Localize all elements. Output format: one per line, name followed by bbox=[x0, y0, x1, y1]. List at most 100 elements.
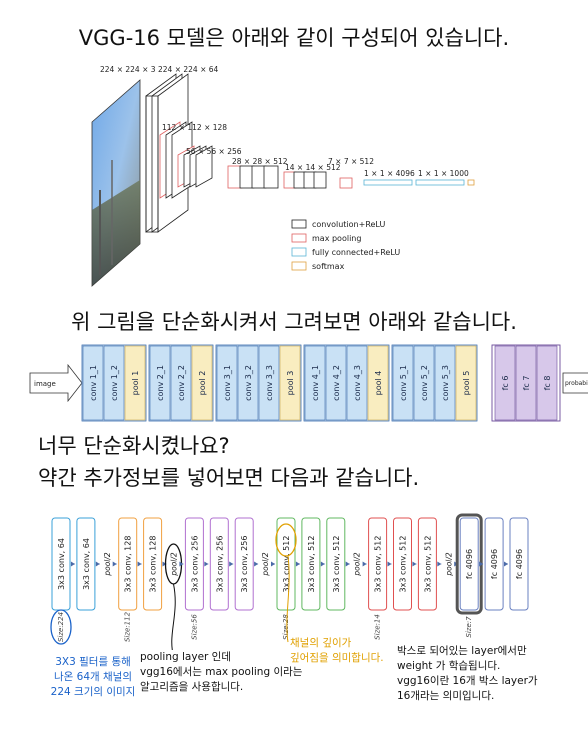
pointer-line bbox=[171, 583, 176, 650]
conv-layer-label: conv 3_1 bbox=[223, 365, 232, 401]
output-label: probabilities bbox=[565, 380, 588, 387]
pool-layer-label: pool 2 bbox=[198, 371, 207, 396]
conv-block-frame bbox=[215, 344, 302, 422]
pool-layer-label: pool 4 bbox=[374, 371, 383, 396]
legend-conv: convolution+ReLU bbox=[312, 220, 385, 229]
dim-label: 112 × 112 × 128 bbox=[162, 123, 227, 132]
pool-layer-box bbox=[124, 345, 146, 421]
flow-arrowhead bbox=[179, 561, 184, 567]
fc-layer-box bbox=[515, 345, 537, 421]
layer-box bbox=[301, 517, 321, 611]
heading-simplified: 위 그림을 단순화시켜서 그려보면 아래와 같습니다. bbox=[71, 310, 517, 334]
layer-box bbox=[417, 517, 437, 611]
block-14 bbox=[283, 171, 327, 189]
dim-label: 1 × 1 × 4096 bbox=[364, 169, 415, 178]
pool-layer-label: pool 3 bbox=[286, 371, 295, 396]
note-pooling: pooling layer 인데 vgg16에서는 max pooling 이라… bbox=[140, 650, 302, 695]
note-first-layer: 3X3 필터를 통해 나온 64개 채널의 224 크기의 이미지 bbox=[33, 655, 153, 700]
pointer-line bbox=[286, 555, 290, 643]
note-line: 깊어짐을 의미합니다. bbox=[290, 652, 384, 664]
note-line: 16개라는 의미입니다. bbox=[397, 690, 495, 702]
size-label: Size:28 bbox=[282, 614, 290, 640]
conv-layer-box bbox=[346, 345, 368, 421]
conv-layer-label: conv 4_1 bbox=[311, 365, 320, 401]
dim-label: 28 × 28 × 512 bbox=[232, 157, 288, 166]
conv-layer-label: conv 2_1 bbox=[156, 365, 165, 401]
conv-layer-box bbox=[304, 345, 326, 421]
layer-label: fc 4096 bbox=[490, 549, 499, 579]
flow-arrowhead bbox=[95, 561, 100, 567]
heading-too-simple: 너무 단순화시켰나요? bbox=[38, 434, 230, 458]
note-line: 나온 64개 채널의 bbox=[54, 671, 132, 683]
input-arrow bbox=[29, 363, 83, 403]
conv-layer-box bbox=[392, 345, 414, 421]
layer-box bbox=[509, 517, 529, 611]
layer-label: 3x3 conv, 512 bbox=[332, 536, 341, 593]
pool-label: pool/2 bbox=[444, 552, 453, 577]
flow-arrowhead bbox=[162, 561, 167, 567]
conv-layer-label: conv 2_2 bbox=[177, 365, 186, 401]
conv-layer-box bbox=[216, 345, 238, 421]
dim-label: 224 × 224 × 3 bbox=[100, 65, 156, 74]
layer-label: 3x3 conv, 256 bbox=[215, 536, 224, 593]
flow-arrowhead bbox=[437, 561, 442, 567]
flow-arrowhead bbox=[504, 561, 508, 567]
conv-layer-box bbox=[413, 345, 435, 421]
size-label: Size:56 bbox=[190, 614, 198, 640]
pool-layer-box bbox=[279, 345, 301, 421]
dim-label: 224 × 224 × 64 bbox=[158, 65, 219, 74]
highlight-size224 bbox=[50, 609, 72, 645]
layer-box bbox=[234, 517, 254, 611]
layer-box bbox=[118, 517, 138, 611]
legend-fc: fully connected+ReLU bbox=[312, 248, 400, 257]
fc-block-frame bbox=[491, 344, 561, 422]
conv-layer-box bbox=[325, 345, 347, 421]
pool-layer-box bbox=[455, 345, 477, 421]
fc-layer-label: fc 8 bbox=[543, 376, 552, 391]
flow-arrowhead bbox=[112, 561, 117, 567]
conv-block-frame bbox=[148, 344, 214, 422]
note-line: weight 가 학습됩니다. bbox=[397, 660, 501, 672]
layer-box bbox=[484, 517, 504, 611]
input-label: image bbox=[34, 380, 56, 388]
pool-layer-box bbox=[367, 345, 389, 421]
flow-arrowhead bbox=[254, 561, 259, 567]
block-28 bbox=[227, 165, 279, 189]
layer-label: 3x3 conv, 512 bbox=[423, 536, 432, 593]
conv-layer-label: conv 1_1 bbox=[89, 365, 98, 401]
fc-layer-label: fc 7 bbox=[522, 376, 531, 391]
layer-label: 3x3 conv, 256 bbox=[190, 536, 199, 593]
dim-label: 7 × 7 × 512 bbox=[328, 157, 374, 166]
note-line: vgg16이란 16개 박스 layer가 bbox=[397, 675, 538, 687]
flow-arrowhead bbox=[479, 561, 484, 567]
layer-label: 3x3 conv, 64 bbox=[82, 538, 91, 590]
block-7-pool bbox=[339, 177, 353, 189]
conv-layer-box bbox=[82, 345, 104, 421]
note-line: 3X3 필터를 통해 bbox=[55, 656, 131, 668]
highlight-channel bbox=[275, 523, 297, 557]
flow-arrowhead bbox=[204, 561, 209, 567]
conv-layer-label: conv 5_2 bbox=[420, 365, 429, 401]
layer-box bbox=[326, 517, 346, 611]
conv-layer-box bbox=[170, 345, 192, 421]
pool-label: pool/2 bbox=[353, 552, 362, 577]
size-label: Size:7 bbox=[465, 616, 473, 638]
conv-block-frame bbox=[391, 344, 478, 422]
conv-layer-box bbox=[434, 345, 456, 421]
conv-block-frame bbox=[81, 344, 147, 422]
pool-label: pool/2 bbox=[170, 552, 179, 577]
conv-layer-box bbox=[258, 345, 280, 421]
legend: convolution+ReLU max pooling fully conne… bbox=[291, 219, 400, 271]
note-line: 알고리즘을 사용합니다. bbox=[140, 681, 244, 693]
conv-layer-box bbox=[103, 345, 125, 421]
conv-layer-label: conv 3_3 bbox=[265, 365, 274, 401]
note-weights: 박스로 되어있는 layer에서만 weight 가 학습됩니다. vgg16이… bbox=[397, 644, 538, 704]
flow-arrowhead bbox=[412, 561, 417, 567]
flow-arrowhead bbox=[70, 561, 75, 567]
flow-arrowhead bbox=[229, 561, 234, 567]
layer-label: fc 4096 bbox=[465, 549, 474, 579]
vgg16-3d-diagram: 224 × 224 × 3 224 × 224 × 64 112 × 112 ×… bbox=[91, 65, 475, 287]
note-line: 채널의 깊이가 bbox=[290, 637, 352, 649]
note-line: 224 크기의 이미지 bbox=[50, 686, 136, 698]
